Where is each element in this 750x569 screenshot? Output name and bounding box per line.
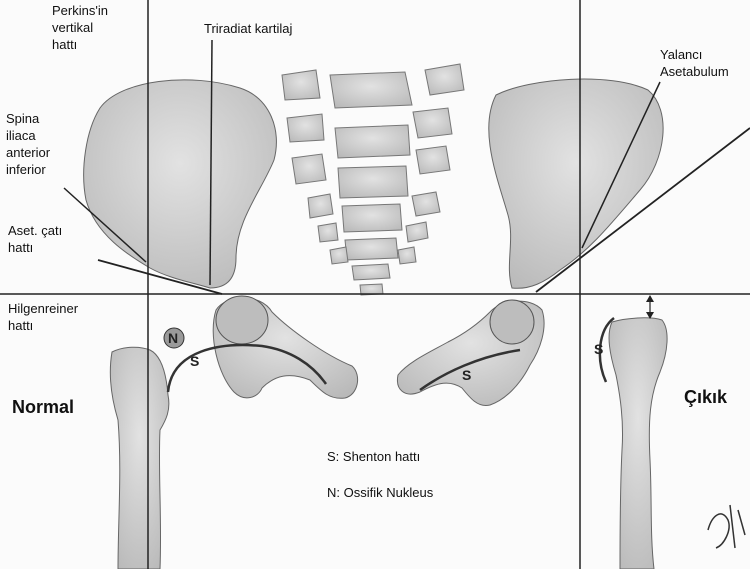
legend-ossific-nucleus: N: Ossifik Nukleus	[327, 484, 433, 501]
hilgenreiner-label: Hilgenreiner hattı	[8, 300, 78, 334]
normal-label: Normal	[12, 396, 74, 418]
right-femur-dislocated	[609, 318, 667, 569]
right-femoral-head	[490, 300, 534, 344]
left-ilium	[84, 80, 277, 288]
left-femoral-head	[216, 296, 268, 344]
perkins-label: Perkins'in vertikal hattı	[52, 2, 108, 53]
aset-cati-label: Aset. çatı hattı	[8, 222, 62, 256]
signature-mark	[708, 505, 745, 548]
letter-s-right: S	[462, 367, 471, 383]
cikik-label: Çıkık	[684, 386, 727, 408]
letter-n: N	[168, 330, 178, 346]
spina-label: Spina iliaca anterior inferior	[6, 110, 50, 178]
sacrum	[282, 64, 464, 295]
letter-s-dislocated: S	[594, 341, 603, 357]
yalanci-label: Yalancı Asetabulum	[660, 46, 729, 80]
triradiat-label: Triradiat kartilaj	[204, 20, 292, 37]
letter-s-left: S	[190, 353, 199, 369]
right-ilium	[489, 79, 663, 288]
legend-shenton: S: Shenton hattı	[327, 448, 420, 465]
arrowhead-top	[646, 295, 654, 302]
left-femur	[110, 347, 169, 569]
